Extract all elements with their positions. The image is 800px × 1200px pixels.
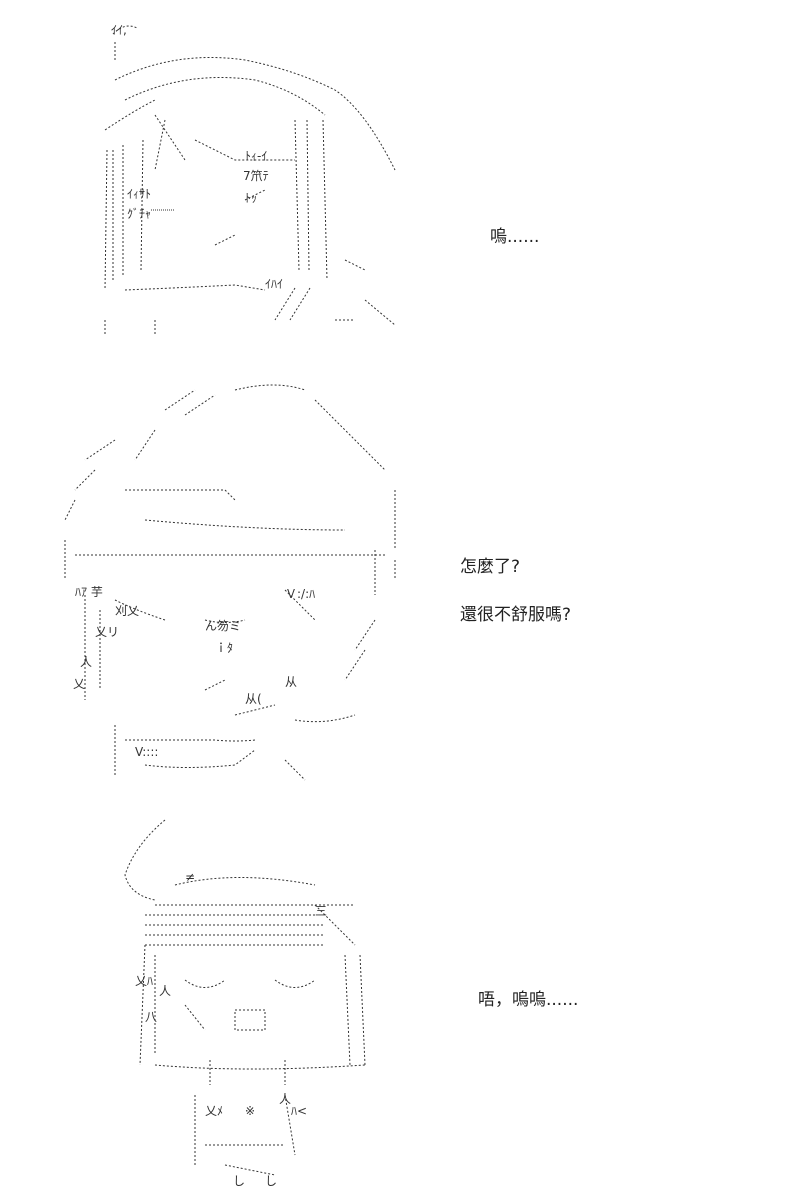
girl-face-ascii-art: ｲｲ, ｲｨｻﾄ ｸﾞﾁｬ ﾄｨ-ｲ 7笊ﾃ ﾄｯ ｲﾊｲ xyxy=(95,20,415,335)
art-label: V:::: xyxy=(135,745,158,759)
panel-3: ≠ 三 乂ﾊ 人 八 ※ 乂ﾒ 人 ﾊ< し し 唔，嗚嗚...... xyxy=(0,815,800,1200)
girl-head-tilt-ascii-art: ﾊｱ 芋 刈乂 乂リ ん笏ミ 人 乂 从( 从 V:::: ｉﾀ Ｖ:/:ﾊ xyxy=(55,380,405,785)
dialogue-line: 唔，嗚嗚...... xyxy=(478,990,579,1010)
art-label: し xyxy=(265,1174,277,1188)
art-label: Ｖ:/:ﾊ xyxy=(285,587,315,601)
art-label: ﾊｱ 芋 xyxy=(75,585,103,599)
art-label: ｲｲ, xyxy=(111,23,127,37)
art-label: 刈乂 xyxy=(115,604,139,618)
art-label: 人 xyxy=(80,655,92,669)
art-label: 三 xyxy=(315,904,327,918)
art-label: ｲﾊｲ xyxy=(265,277,283,291)
art-label: ｉﾀ xyxy=(215,641,233,655)
art-label: し xyxy=(233,1174,245,1188)
art-label: 从( xyxy=(245,692,262,706)
art-label: ﾄｯ xyxy=(245,191,257,205)
art-label: 乂 xyxy=(73,677,85,691)
dialogue-line: 嗚...... xyxy=(490,227,540,247)
art-label: ※ xyxy=(245,1104,255,1118)
dialogue-text: 嗚...... xyxy=(490,226,539,248)
art-label: 乂リ xyxy=(95,625,119,639)
art-label: 八 xyxy=(145,1010,157,1024)
dialogue-text: 怎麼了? 還很不舒服嗎? xyxy=(460,556,571,626)
art-label: 乂ﾒ xyxy=(205,1104,223,1118)
art-label: 人 xyxy=(279,1092,291,1106)
panel-2: ﾊｱ 芋 刈乂 乂リ ん笏ミ 人 乂 从( 从 V:::: ｉﾀ Ｖ:/:ﾊ 怎… xyxy=(0,380,800,800)
dialogue-line: 怎麼了? xyxy=(460,557,521,577)
art-label: ﾄｨ-ｲ xyxy=(245,149,267,163)
art-label: ≠ xyxy=(185,870,195,884)
art-label: ﾊ< xyxy=(291,1104,307,1118)
dialogue-line: 還很不舒服嗎? xyxy=(460,605,572,626)
girl-crying-ascii-art: ≠ 三 乂ﾊ 人 八 ※ 乂ﾒ 人 ﾊ< し し xyxy=(115,815,385,1190)
art-label: 人 xyxy=(159,984,171,998)
panel-1: ｲｲ, ｲｨｻﾄ ｸﾞﾁｬ ﾄｨ-ｲ 7笊ﾃ ﾄｯ ｲﾊｲ 嗚...... xyxy=(0,0,800,345)
art-label: ｸﾞﾁｬ xyxy=(127,207,151,221)
art-label: 乂ﾊ xyxy=(135,974,153,988)
dialogue-text: 唔，嗚嗚...... xyxy=(478,989,578,1011)
art-label: 7笊ﾃ xyxy=(243,168,269,183)
art-label: ん笏ミ xyxy=(205,618,241,633)
art-label: ｲｨｻﾄ xyxy=(127,187,151,201)
art-label: 从 xyxy=(285,675,297,689)
